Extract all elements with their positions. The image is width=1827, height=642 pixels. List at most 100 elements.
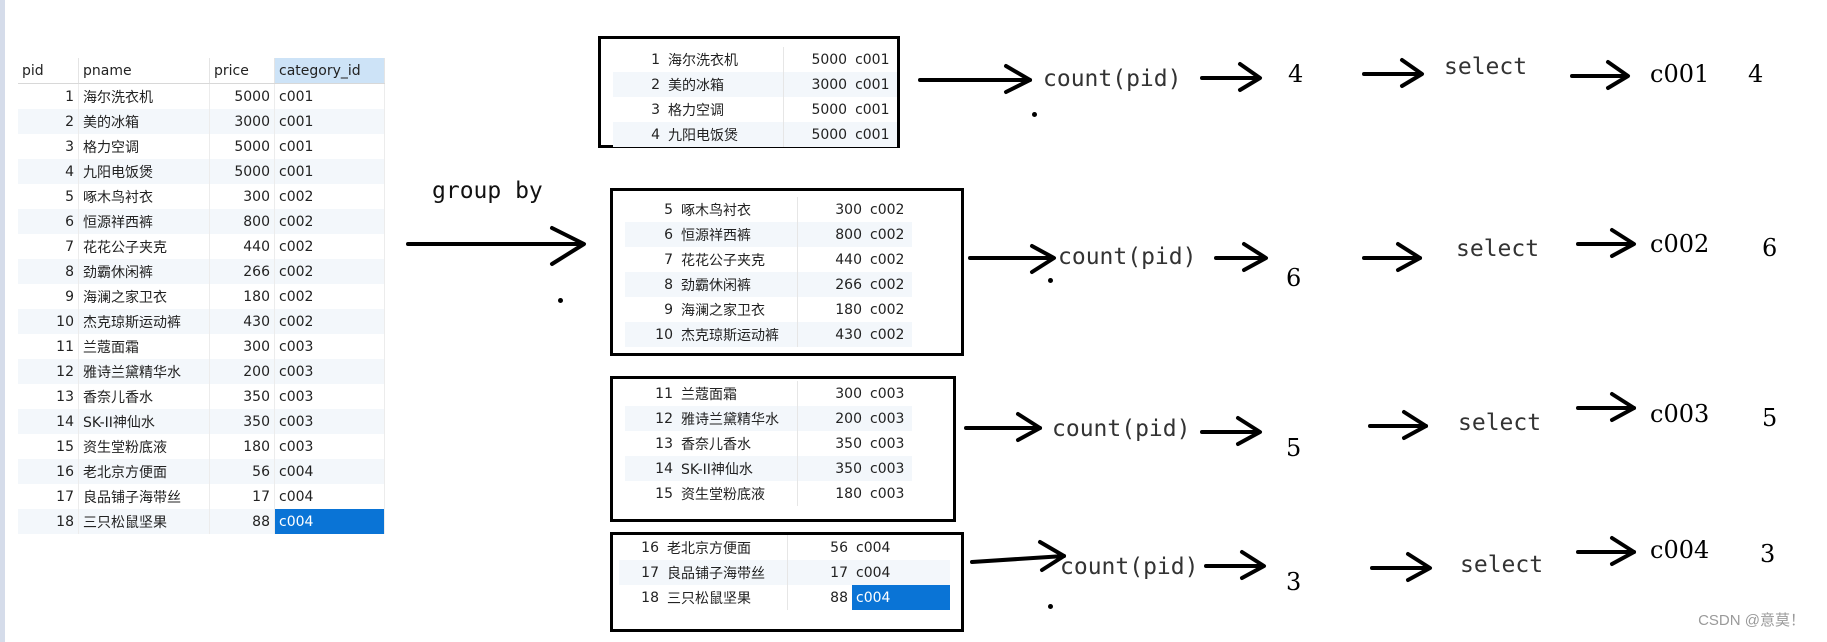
- source-cell-price[interactable]: 200: [209, 359, 275, 384]
- source-cell-price[interactable]: 3000: [209, 109, 275, 134]
- column-header-pname[interactable]: pname: [78, 58, 210, 84]
- source-cell-pid[interactable]: 13: [18, 384, 79, 409]
- source-cell-pid[interactable]: 5: [18, 184, 79, 209]
- source-cell-pid[interactable]: 15: [18, 434, 79, 459]
- source-cell-category-id[interactable]: c003: [274, 334, 385, 359]
- source-cell-pid[interactable]: 7: [18, 234, 79, 259]
- source-cell-price[interactable]: 56: [209, 459, 275, 484]
- group-cell-pname: 三只松鼠坚果: [663, 585, 788, 610]
- source-cell-category-id[interactable]: c002: [274, 234, 385, 259]
- source-cell-category-id[interactable]: c002: [274, 184, 385, 209]
- source-cell-pid[interactable]: 10: [18, 309, 79, 334]
- source-cell-pid[interactable]: 12: [18, 359, 79, 384]
- source-cell-price[interactable]: 5000: [209, 134, 275, 159]
- source-cell-price[interactable]: 17: [209, 484, 275, 509]
- count-pid-label-c001: count(pid): [1043, 66, 1182, 92]
- source-cell-pname[interactable]: 雅诗兰黛精华水: [78, 359, 210, 384]
- source-cell-pname[interactable]: 格力空调: [78, 134, 210, 159]
- source-cell-category-id[interactable]: c002: [274, 284, 385, 309]
- arrow-to-select-c002: [1362, 242, 1422, 272]
- source-cell-price[interactable]: 266: [209, 259, 275, 284]
- source-cell-pname[interactable]: 海澜之家卫衣: [78, 284, 210, 309]
- source-cell-price[interactable]: 300: [209, 184, 275, 209]
- source-cell-price[interactable]: 5000: [209, 159, 275, 184]
- source-cell-category-id[interactable]: c002: [274, 309, 385, 334]
- source-cell-price[interactable]: 300: [209, 334, 275, 359]
- source-cell-pid[interactable]: 16: [18, 459, 79, 484]
- source-cell-category-id[interactable]: c002: [274, 209, 385, 234]
- source-cell-pid[interactable]: 9: [18, 284, 79, 309]
- source-cell-pname[interactable]: SK-II神仙水: [78, 409, 210, 434]
- source-cell-price[interactable]: 350: [209, 409, 275, 434]
- source-cell-pid[interactable]: 8: [18, 259, 79, 284]
- source-cell-category-id[interactable]: c003: [274, 384, 385, 409]
- column-header-category-id[interactable]: category_id: [274, 58, 385, 84]
- source-cell-pname[interactable]: 美的冰箱: [78, 109, 210, 134]
- source-cell-price[interactable]: 350: [209, 384, 275, 409]
- source-cell-category-id[interactable]: c004: [274, 484, 385, 509]
- source-cell-pname[interactable]: 资生堂粉底液: [78, 434, 210, 459]
- arrow-to-select-c001: [1362, 58, 1424, 88]
- source-cell-pid[interactable]: 4: [18, 159, 79, 184]
- source-cell-category-id[interactable]: c001: [274, 159, 385, 184]
- source-cell-category-id[interactable]: c003: [274, 359, 385, 384]
- source-cell-category-id[interactable]: c003: [274, 434, 385, 459]
- source-cell-pname[interactable]: 啄木鸟衬衣: [78, 184, 210, 209]
- source-cell-pid[interactable]: 17: [18, 484, 79, 509]
- source-cell-category-id[interactable]: c004: [274, 459, 385, 484]
- source-cell-pname[interactable]: 恒源祥西裤: [78, 209, 210, 234]
- source-cell-price[interactable]: 440: [209, 234, 275, 259]
- source-cell-pid[interactable]: 1: [18, 83, 79, 109]
- source-cell-category-id[interactable]: c004: [274, 509, 385, 534]
- source-cell-pid[interactable]: 14: [18, 409, 79, 434]
- source-cell-pid[interactable]: 3: [18, 134, 79, 159]
- column-header-pid[interactable]: pid: [18, 58, 79, 84]
- source-cell-pname[interactable]: 花花公子夹克: [78, 234, 210, 259]
- source-cell-pid[interactable]: 11: [18, 334, 79, 359]
- source-cell-pname[interactable]: 杰克琼斯运动裤: [78, 309, 210, 334]
- source-cell-pname[interactable]: 海尔洗衣机: [78, 83, 210, 109]
- source-cell-pname[interactable]: 三只松鼠坚果: [78, 509, 210, 534]
- source-cell-category-id[interactable]: c002: [274, 259, 385, 284]
- source-cell-category-id[interactable]: c003: [274, 409, 385, 434]
- source-cell-price[interactable]: 800: [209, 209, 275, 234]
- source-cell-pid[interactable]: 2: [18, 109, 79, 134]
- source-cell-pid[interactable]: 18: [18, 509, 79, 534]
- source-cell-pname[interactable]: 兰蔻面霜: [78, 334, 210, 359]
- source-cell-pname[interactable]: 老北京方便面: [78, 459, 210, 484]
- source-cell-price[interactable]: 5000: [209, 83, 275, 109]
- source-cell-price[interactable]: 180: [209, 434, 275, 459]
- source-cell-pname[interactable]: 香奈儿香水: [78, 384, 210, 409]
- source-cell-category-id[interactable]: c001: [274, 134, 385, 159]
- source-cell-pname[interactable]: 劲霸休闲裤: [78, 259, 210, 284]
- source-cell-price[interactable]: 430: [209, 309, 275, 334]
- group-cell-pid: 10: [625, 322, 677, 347]
- source-cell-pname[interactable]: 九阳电饭煲: [78, 159, 210, 184]
- source-cell-category-id[interactable]: c001: [274, 83, 385, 109]
- group-cell-pid: 17: [619, 560, 663, 585]
- column-header-price[interactable]: price: [209, 58, 275, 84]
- source-cell-pid[interactable]: 6: [18, 209, 79, 234]
- source-cell-category-id[interactable]: c001: [274, 109, 385, 134]
- source-cell-price[interactable]: 180: [209, 284, 275, 309]
- source-cell-price[interactable]: 88: [209, 509, 275, 534]
- source-cell-pname[interactable]: 良品铺子海带丝: [78, 484, 210, 509]
